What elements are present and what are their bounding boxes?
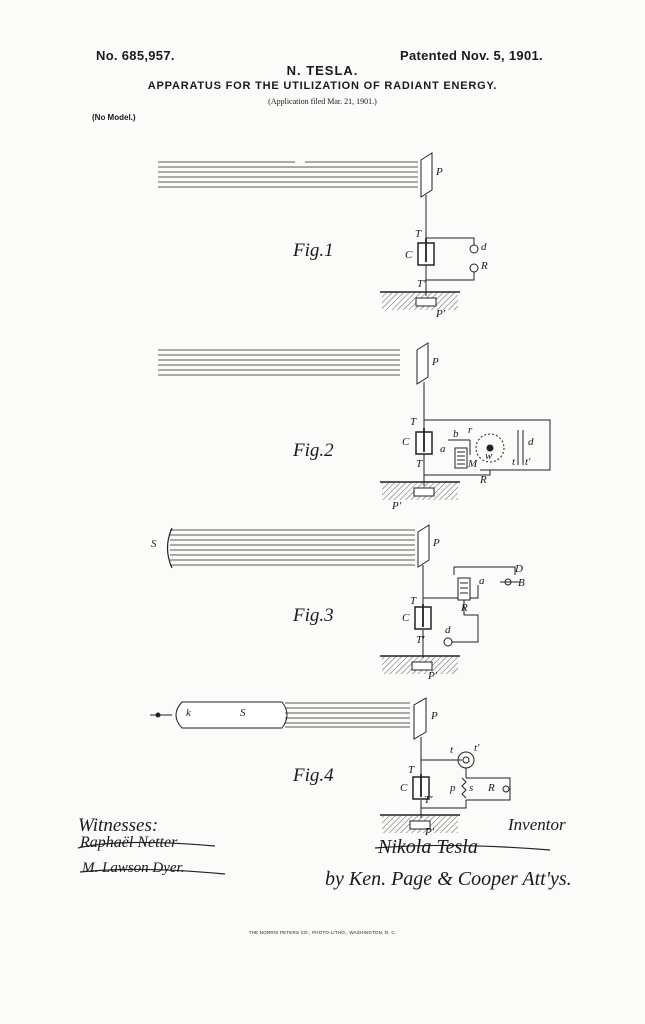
fig3-letter-d: d bbox=[445, 624, 451, 636]
fig2-letter-t2: t' bbox=[525, 456, 531, 468]
patent-date: Patented Nov. 5, 1901. bbox=[400, 48, 543, 63]
application-filed: (Application filed Mar. 21, 1901.) bbox=[268, 97, 377, 106]
fig4-letter-k: k bbox=[186, 707, 191, 719]
fig3-letter-d-upper: D bbox=[515, 563, 523, 575]
fig4-letter-p-small: p bbox=[450, 782, 456, 794]
patent-title: APPARATUS FOR THE UTILIZATION OF RADIANT… bbox=[147, 80, 498, 92]
radiation-lines bbox=[170, 529, 415, 566]
fig3-letter-p2: P' bbox=[428, 670, 438, 682]
fig1-letter-t2: T' bbox=[417, 278, 426, 290]
fig1-letter-r: R bbox=[481, 260, 488, 272]
fig4-letter-c: C bbox=[400, 782, 408, 794]
fig4-letter-t-upper: T bbox=[408, 764, 415, 776]
fig1-letter-p: P bbox=[436, 166, 443, 178]
fig3-letter-a: a bbox=[479, 575, 485, 587]
fig4-letter-p: P bbox=[431, 710, 438, 722]
figure-3 bbox=[166, 524, 520, 674]
fig1-letter-c: C bbox=[405, 249, 413, 261]
plate-p bbox=[417, 524, 430, 568]
fig3-label: Fig.3 bbox=[293, 605, 334, 626]
device-d bbox=[443, 637, 453, 647]
plate-p bbox=[420, 152, 433, 198]
fig2-letter-a: a bbox=[440, 443, 446, 455]
fig2-letter-r: r bbox=[468, 424, 473, 436]
figure-2 bbox=[158, 342, 551, 500]
fig3-letter-p: P bbox=[433, 537, 440, 549]
fig2-letter-t-prime: T' bbox=[416, 458, 425, 470]
plate-p bbox=[416, 342, 429, 385]
figure-4 bbox=[150, 697, 511, 833]
fig2-letter-t: t bbox=[512, 456, 516, 468]
ground-plate bbox=[413, 487, 435, 497]
fig3-letter-t: T bbox=[410, 595, 417, 607]
inventor-signature: Nikola Tesla bbox=[378, 836, 478, 858]
fig1-letter-d: d bbox=[481, 241, 487, 253]
inventor-name: N. TESLA. bbox=[286, 63, 359, 78]
fig2-letter-d: d bbox=[528, 436, 534, 448]
radiation-lines bbox=[285, 702, 410, 728]
inventor-label: Inventor bbox=[508, 815, 566, 834]
ground-plate bbox=[415, 297, 437, 307]
fig1-letter-p2: P' bbox=[436, 308, 446, 320]
plate-p bbox=[413, 697, 427, 740]
fig1-letter-t: T bbox=[415, 228, 422, 240]
fig3-letter-r: R bbox=[461, 602, 468, 614]
ground-plate bbox=[409, 820, 431, 830]
fig2-letter-p: P bbox=[432, 356, 439, 368]
witnesses-label: Witnesses: bbox=[78, 815, 159, 836]
fig2-letter-c: C bbox=[402, 436, 410, 448]
fig3-letter-s: S bbox=[151, 538, 157, 550]
ground-plate bbox=[411, 661, 433, 671]
fig2-letter-w: w bbox=[485, 450, 493, 462]
fig4-letter-s: S bbox=[240, 707, 246, 719]
fig2-letter-b: b bbox=[453, 428, 459, 440]
fig4-label: Fig.4 bbox=[293, 765, 334, 786]
fig4-letter-r: R bbox=[488, 782, 495, 794]
printer-footer: THE NORRIS PETERS CO., PHOTO-LITHO., WAS… bbox=[248, 930, 397, 935]
witness-1-signature: Raphaël Netter bbox=[80, 834, 178, 851]
patent-number: No. 685,957. bbox=[96, 48, 175, 63]
fig1-label: Fig.1 bbox=[293, 240, 334, 261]
fig2-letter-p2: P' bbox=[392, 500, 402, 512]
attorneys-signature: by Ken. Page & Cooper Att'ys. bbox=[325, 868, 572, 890]
wheel-w bbox=[475, 433, 505, 463]
witness-2-signature: M. Lawson Dyer. bbox=[82, 860, 185, 876]
fig4-letter-t: t bbox=[450, 744, 454, 756]
radiation-lines bbox=[158, 349, 400, 376]
tube-s bbox=[175, 701, 288, 729]
figure-1 bbox=[158, 152, 479, 310]
fig2-letter-r2: R bbox=[480, 474, 487, 486]
fig2-letter-m: M bbox=[468, 458, 478, 470]
no-model-note: (No Model.) bbox=[92, 113, 136, 122]
fig4-letter-p2: P' bbox=[425, 826, 435, 838]
radiation-lines bbox=[158, 161, 418, 188]
signature-flourishes bbox=[77, 841, 551, 875]
fig4-letter-t-prime: T' bbox=[424, 794, 433, 806]
fig3-letter-t2: T' bbox=[416, 634, 425, 646]
fig3-letter-c: C bbox=[402, 612, 410, 624]
fig4-letter-t2: t' bbox=[474, 742, 480, 754]
fig2-letter-t: T bbox=[410, 416, 417, 428]
fig4-letter-s-small: s bbox=[469, 782, 474, 794]
fig3-letter-b: B bbox=[518, 577, 525, 589]
fig2-label: Fig.2 bbox=[293, 440, 334, 461]
